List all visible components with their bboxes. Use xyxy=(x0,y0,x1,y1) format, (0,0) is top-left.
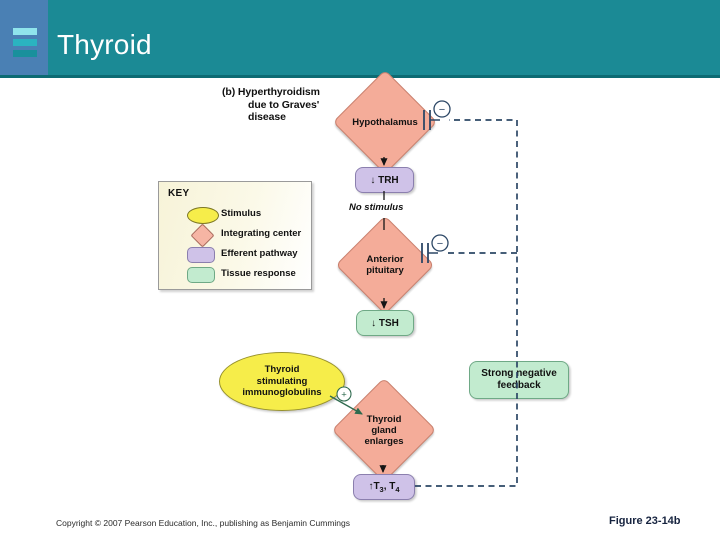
slide-header-bar: Thyroid xyxy=(0,0,720,75)
node-t3-t4-label: ↑T3, T4 xyxy=(368,481,399,494)
node-thyroid-gland-label: Thyroid gland enlarges xyxy=(348,394,420,466)
inhibit-symbol-circle-pituitary xyxy=(431,234,449,252)
feedback-line-2: feedback xyxy=(497,380,541,391)
node-anterior-pituitary-line-1: Anterior xyxy=(366,254,404,265)
node-thyroid-stimulating-immunoglobulins: Thyroid stimulating immunoglobulins xyxy=(219,352,345,411)
figure-number: Figure 23-14b xyxy=(609,515,681,527)
key-item-label: Integrating center xyxy=(221,228,302,239)
node-thyroid-gland-line-1: Thyroid xyxy=(366,413,402,425)
node-trh: ↓ TRH xyxy=(355,167,414,193)
figure-diagram: (b) Hyperthyroidism due to Graves' disea… xyxy=(0,69,720,503)
feedback-line-1: Strong negative xyxy=(481,368,557,379)
logo-container xyxy=(0,0,48,75)
node-hypothalamus: Hypothalamus xyxy=(332,69,438,175)
key-item-efferent-pathway: Efferent pathway xyxy=(159,246,311,264)
node-tsi-line-3: immunoglobulins xyxy=(242,387,322,399)
node-anterior-pituitary-line-2: pituitary xyxy=(366,265,404,276)
integrating-center-shape-icon xyxy=(190,223,215,248)
node-tsh: ↓ TSH xyxy=(356,310,414,336)
node-tsi-line-2: stimulating xyxy=(256,375,308,387)
t3t4-prefix: ↑T xyxy=(368,480,380,492)
node-tsi-line-1: Thyroid xyxy=(264,364,300,376)
header-underline xyxy=(0,75,720,78)
t3t4-sub-2: 4 xyxy=(395,484,400,494)
t3t4-sub-1: 3 xyxy=(379,484,384,494)
copyright-notice: Copyright © 2007 Pearson Education, Inc.… xyxy=(56,518,351,528)
node-hypothalamus-label: Hypothalamus xyxy=(352,116,418,128)
inhibit-symbol-minus-pituitary: − xyxy=(437,238,443,250)
no-stimulus-note: No stimulus xyxy=(349,202,404,213)
node-anterior-pituitary-label: Anterior pituitary xyxy=(351,231,419,299)
tissue-response-shape-icon xyxy=(187,267,215,283)
key-item-tissue-response: Tissue response xyxy=(159,266,311,284)
key-legend: KEY Stimulus Integrating center Efferent… xyxy=(158,181,312,290)
t3t4-mid: , T xyxy=(383,480,396,492)
efferent-pathway-shape-icon xyxy=(187,247,215,263)
key-item-label: Stimulus xyxy=(221,208,262,219)
node-strong-negative-feedback: Strong negative feedback xyxy=(469,361,569,399)
key-legend-title: KEY xyxy=(168,188,190,199)
node-thyroid-gland-line-2: gland xyxy=(371,424,397,436)
stimulate-symbol-plus: + xyxy=(341,390,347,401)
panel-label-line-3: disease xyxy=(248,111,286,123)
page-title: Thyroid xyxy=(57,29,152,60)
key-item-label: Tissue response xyxy=(221,268,296,279)
node-thyroid-gland-line-3: enlarges xyxy=(364,435,404,447)
node-thyroid-gland-enlarges: Thyroid gland enlarges xyxy=(331,377,437,483)
inhibit-symbol-circle-hypothalamus xyxy=(433,100,451,118)
stacked-bars-icon-bar-3 xyxy=(13,50,37,57)
stimulus-shape-icon xyxy=(187,207,219,224)
stacked-bars-icon-bar-1 xyxy=(13,28,37,35)
node-t3-t4: ↑T3, T4 xyxy=(353,474,415,500)
stacked-bars-icon-bar-2 xyxy=(13,39,37,46)
panel-label-line-2: due to Graves' xyxy=(248,98,320,111)
node-anterior-pituitary: Anterior pituitary xyxy=(335,215,435,315)
panel-label-line-1: (b) Hyperthyroidism xyxy=(222,86,320,98)
key-item-integrating-center: Integrating center xyxy=(159,223,311,248)
inhibit-symbol-minus-hypothalamus: − xyxy=(439,104,445,116)
key-item-stimulus: Stimulus xyxy=(159,206,311,224)
key-item-label: Efferent pathway xyxy=(221,248,298,259)
panel-label: (b) Hyperthyroidism due to Graves' disea… xyxy=(222,86,362,124)
